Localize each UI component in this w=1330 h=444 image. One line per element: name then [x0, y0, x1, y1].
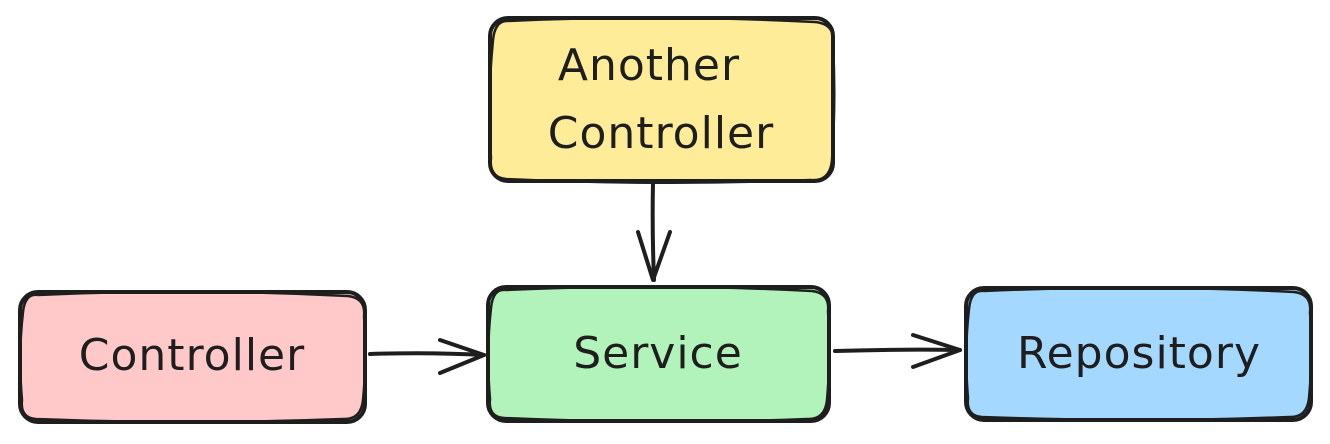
- node-controller-sketch-stroke: [18, 290, 367, 424]
- arrow-shaft: [368, 351, 486, 357]
- node-another-controller[interactable]: Another Controller: [488, 16, 836, 185]
- node-another-controller-label-line1: Another: [558, 40, 740, 91]
- node-repository-label: Repository: [1017, 328, 1261, 379]
- node-controller-label: Controller: [79, 330, 305, 381]
- arrow-head: [438, 338, 486, 375]
- node-another-controller-sketch-stroke: [488, 16, 836, 185]
- node-service[interactable]: Service: [486, 285, 831, 424]
- node-repository[interactable]: Repository: [964, 286, 1313, 422]
- arrow-head: [636, 230, 672, 282]
- arrow-head: [911, 333, 962, 369]
- arrow-controller-to-service: [368, 338, 486, 375]
- arrow-another-controller-to-service: [636, 181, 672, 282]
- arrow-service-to-repository: [833, 333, 962, 369]
- arrow-shaft: [833, 347, 962, 353]
- node-another-controller-label-line2: Controller: [548, 108, 774, 159]
- arrow-shaft: [650, 181, 656, 282]
- node-controller[interactable]: Controller: [18, 290, 367, 424]
- node-service-label: Service: [573, 328, 743, 379]
- node-service-sketch-stroke: [486, 285, 831, 424]
- node-repository-sketch-stroke: [964, 286, 1313, 422]
